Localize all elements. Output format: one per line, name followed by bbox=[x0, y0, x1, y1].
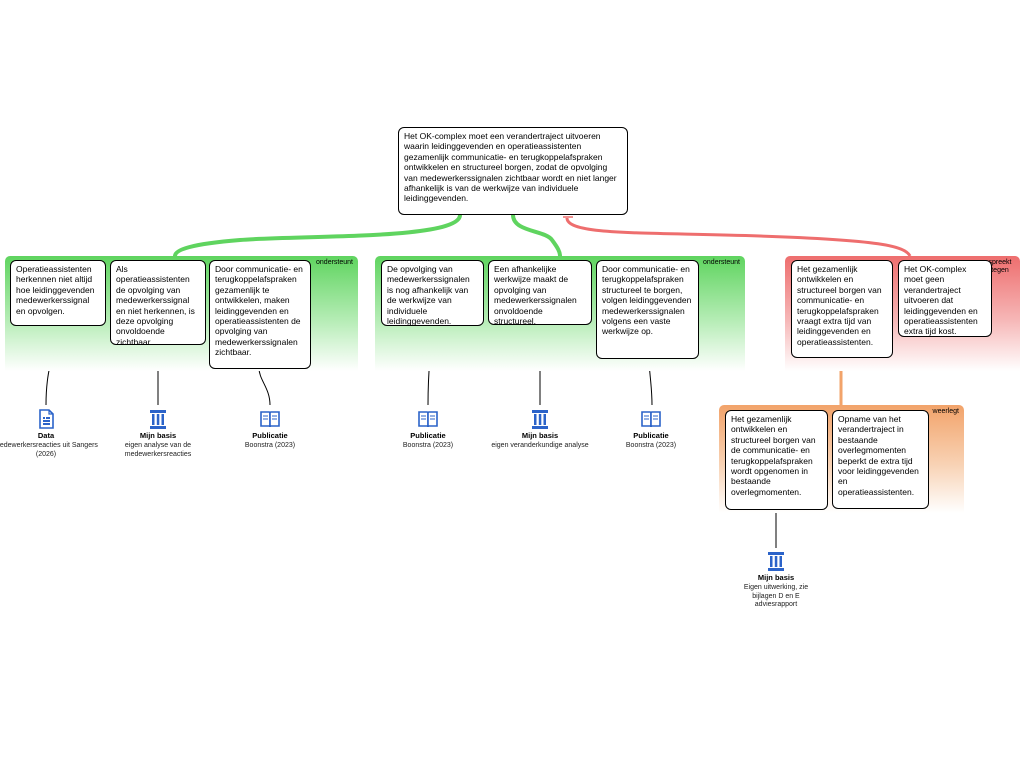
source-detail: Boonstra (2023) bbox=[402, 442, 454, 450]
support-connector-1 bbox=[173, 214, 462, 257]
reason-card[interactable]: Het gezamenlijk ontwikkelen en structure… bbox=[791, 260, 893, 358]
book-icon bbox=[641, 411, 661, 428]
reason-card[interactable]: De opvolging van medewerkerssignalen is … bbox=[381, 260, 484, 326]
reason-card[interactable]: Het OK-complex moet geen verandertraject… bbox=[898, 260, 992, 337]
source-detail: Boonstra (2023) bbox=[244, 442, 296, 450]
source[interactable]: Publicatie Boonstra (2023) bbox=[596, 408, 706, 451]
source-type: Mijn basis bbox=[757, 573, 795, 582]
relation-label: ondersteunt bbox=[316, 259, 353, 266]
reason-card[interactable]: Door communicatie- en terugkoppelafsprak… bbox=[209, 260, 311, 369]
reason-card[interactable]: Door communicatie- en terugkoppelafsprak… bbox=[596, 260, 699, 359]
relation-label: spreekt tegen bbox=[988, 259, 1012, 274]
book-icon bbox=[260, 411, 280, 428]
source[interactable]: Publicatie Boonstra (2023) bbox=[215, 408, 325, 451]
relation-label: ondersteunt bbox=[703, 259, 740, 266]
source-type: Data bbox=[37, 431, 55, 440]
oppose-connector bbox=[565, 217, 912, 257]
source-type: Publicatie bbox=[252, 431, 288, 440]
source-detail: medewerkersreacties uit Sangers (2026) bbox=[0, 442, 98, 458]
support-connector-2 bbox=[511, 214, 562, 257]
main-claim[interactable]: Het OK-complex moet een verandertraject … bbox=[398, 127, 628, 215]
source-detail: eigen analyse van de medewerkersreacties bbox=[124, 442, 192, 458]
reason-card[interactable]: Opname van het verandertraject in bestaa… bbox=[832, 410, 929, 509]
source[interactable]: Mijn basis eigen analyse van de medewerk… bbox=[103, 408, 213, 459]
source-line-3 bbox=[258, 367, 271, 406]
reason-card[interactable]: Een afhankelijke werkwijze maakt de opvo… bbox=[488, 260, 592, 325]
source-type: Mijn basis bbox=[139, 431, 177, 440]
reason-card[interactable]: Operatieassistenten herkennen niet altij… bbox=[10, 260, 106, 326]
source[interactable]: Mijn basis Eigen uitwerking, zie bijlage… bbox=[721, 550, 831, 610]
pillar-icon bbox=[150, 410, 166, 429]
data-icon bbox=[39, 409, 54, 429]
pillar-icon bbox=[532, 410, 548, 429]
source-type: Mijn basis bbox=[521, 431, 559, 440]
source-detail: Boonstra (2023) bbox=[625, 442, 677, 450]
reason-card[interactable]: Het gezamenlijk ontwikkelen en structure… bbox=[725, 410, 828, 510]
source-detail: eigen veranderkundige analyse bbox=[491, 442, 589, 450]
source[interactable]: Data medewerkersreacties uit Sangers (20… bbox=[0, 408, 101, 459]
source[interactable]: Mijn basis eigen veranderkundige analyse bbox=[485, 408, 595, 451]
reason-card[interactable]: Als operatieassistenten de opvolging van… bbox=[110, 260, 206, 345]
source[interactable]: Publicatie Boonstra (2023) bbox=[373, 408, 483, 451]
book-icon bbox=[418, 411, 438, 428]
pillar-icon bbox=[768, 552, 784, 571]
source-detail: Eigen uitwerking, zie bijlagen D en E ad… bbox=[743, 584, 809, 609]
source-type: Publicatie bbox=[633, 431, 669, 440]
relation-label: weerlegt bbox=[932, 408, 959, 415]
source-type: Publicatie bbox=[410, 431, 446, 440]
